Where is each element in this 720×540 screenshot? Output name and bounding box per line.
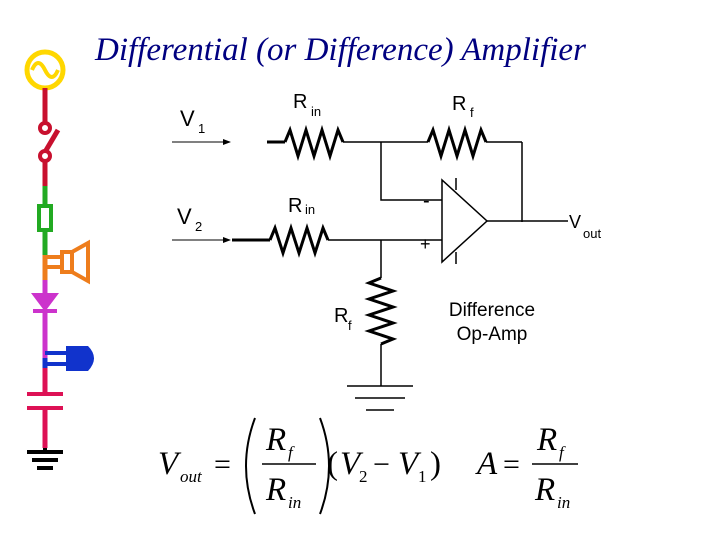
eq-vout-subscript: out (180, 467, 203, 486)
rf-top-subscript: f (470, 105, 474, 120)
opamp-minus-label: - (423, 190, 430, 212)
opamp-caption-line1: Difference (449, 300, 535, 321)
eq-v2-subscript: 2 (359, 467, 368, 486)
circuit-ground-symbol (347, 385, 413, 411)
gain-den: R (534, 472, 555, 508)
resistor-icon (37, 186, 53, 255)
gain-a: A (475, 446, 498, 482)
eq-big-paren-left (245, 417, 256, 515)
vout-subscript: out (583, 226, 601, 241)
eq-paren-close: ) (430, 446, 441, 482)
v2-label: V (177, 204, 192, 229)
eq-v1-subscript: 1 (418, 467, 427, 486)
speaker-icon (42, 239, 90, 285)
op-amp (441, 178, 568, 264)
eq-v1: V (398, 446, 422, 482)
rf-feedback-resistor (381, 124, 523, 222)
v1-label: V (180, 106, 195, 131)
rin-top-resistor (267, 124, 381, 162)
sidebar-strip (24, 49, 94, 470)
rf-bottom-subscript: f (348, 318, 352, 333)
diode-icon (31, 280, 59, 358)
rin-mid-subscript: in (305, 202, 315, 217)
vout-label: V (569, 212, 581, 232)
gain-equation: A = R f R in (475, 422, 578, 512)
inverting-input-wire (380, 142, 442, 201)
eq-frac-num-subscript: f (288, 443, 295, 462)
gain-num: R (536, 422, 557, 458)
rin-top-subscript: in (311, 104, 321, 119)
ground-icon (27, 448, 63, 470)
eq-frac-num: R (265, 422, 286, 458)
vout-equation: V out = R f R in ( V 2 − V 1 ) (158, 417, 441, 515)
rf-bottom-label: R (334, 305, 348, 327)
rin-mid-label: R (288, 195, 302, 217)
eq-frac-den: R (265, 472, 286, 508)
opamp-plus-label: + (420, 234, 431, 254)
eq-paren-open: ( (327, 446, 338, 482)
eq-equals: = (214, 448, 231, 481)
v2-subscript: 2 (195, 219, 202, 234)
rin-top-label: R (293, 91, 307, 113)
rf-top-label: R (452, 93, 466, 115)
eq-v2: V (340, 446, 364, 482)
gain-equals: = (503, 448, 520, 481)
v1-subscript: 1 (198, 121, 205, 136)
eq-vout: V (158, 446, 182, 482)
rin-mid-resistor (232, 223, 442, 258)
eq-frac-den-subscript: in (288, 493, 301, 512)
gain-num-subscript: f (559, 443, 566, 462)
ac-source-icon (24, 49, 66, 125)
capacitor-icon (27, 368, 63, 448)
slide-title: Differential (or Difference) Amplifier (95, 32, 586, 68)
opamp-caption-line2: Op-Amp (457, 324, 528, 345)
gain-den-subscript: in (557, 493, 570, 512)
switch-icon (38, 121, 61, 186)
eq-minus: − (373, 448, 390, 481)
eq-big-paren-right (319, 417, 330, 515)
rf-ground-resistor (364, 240, 398, 386)
